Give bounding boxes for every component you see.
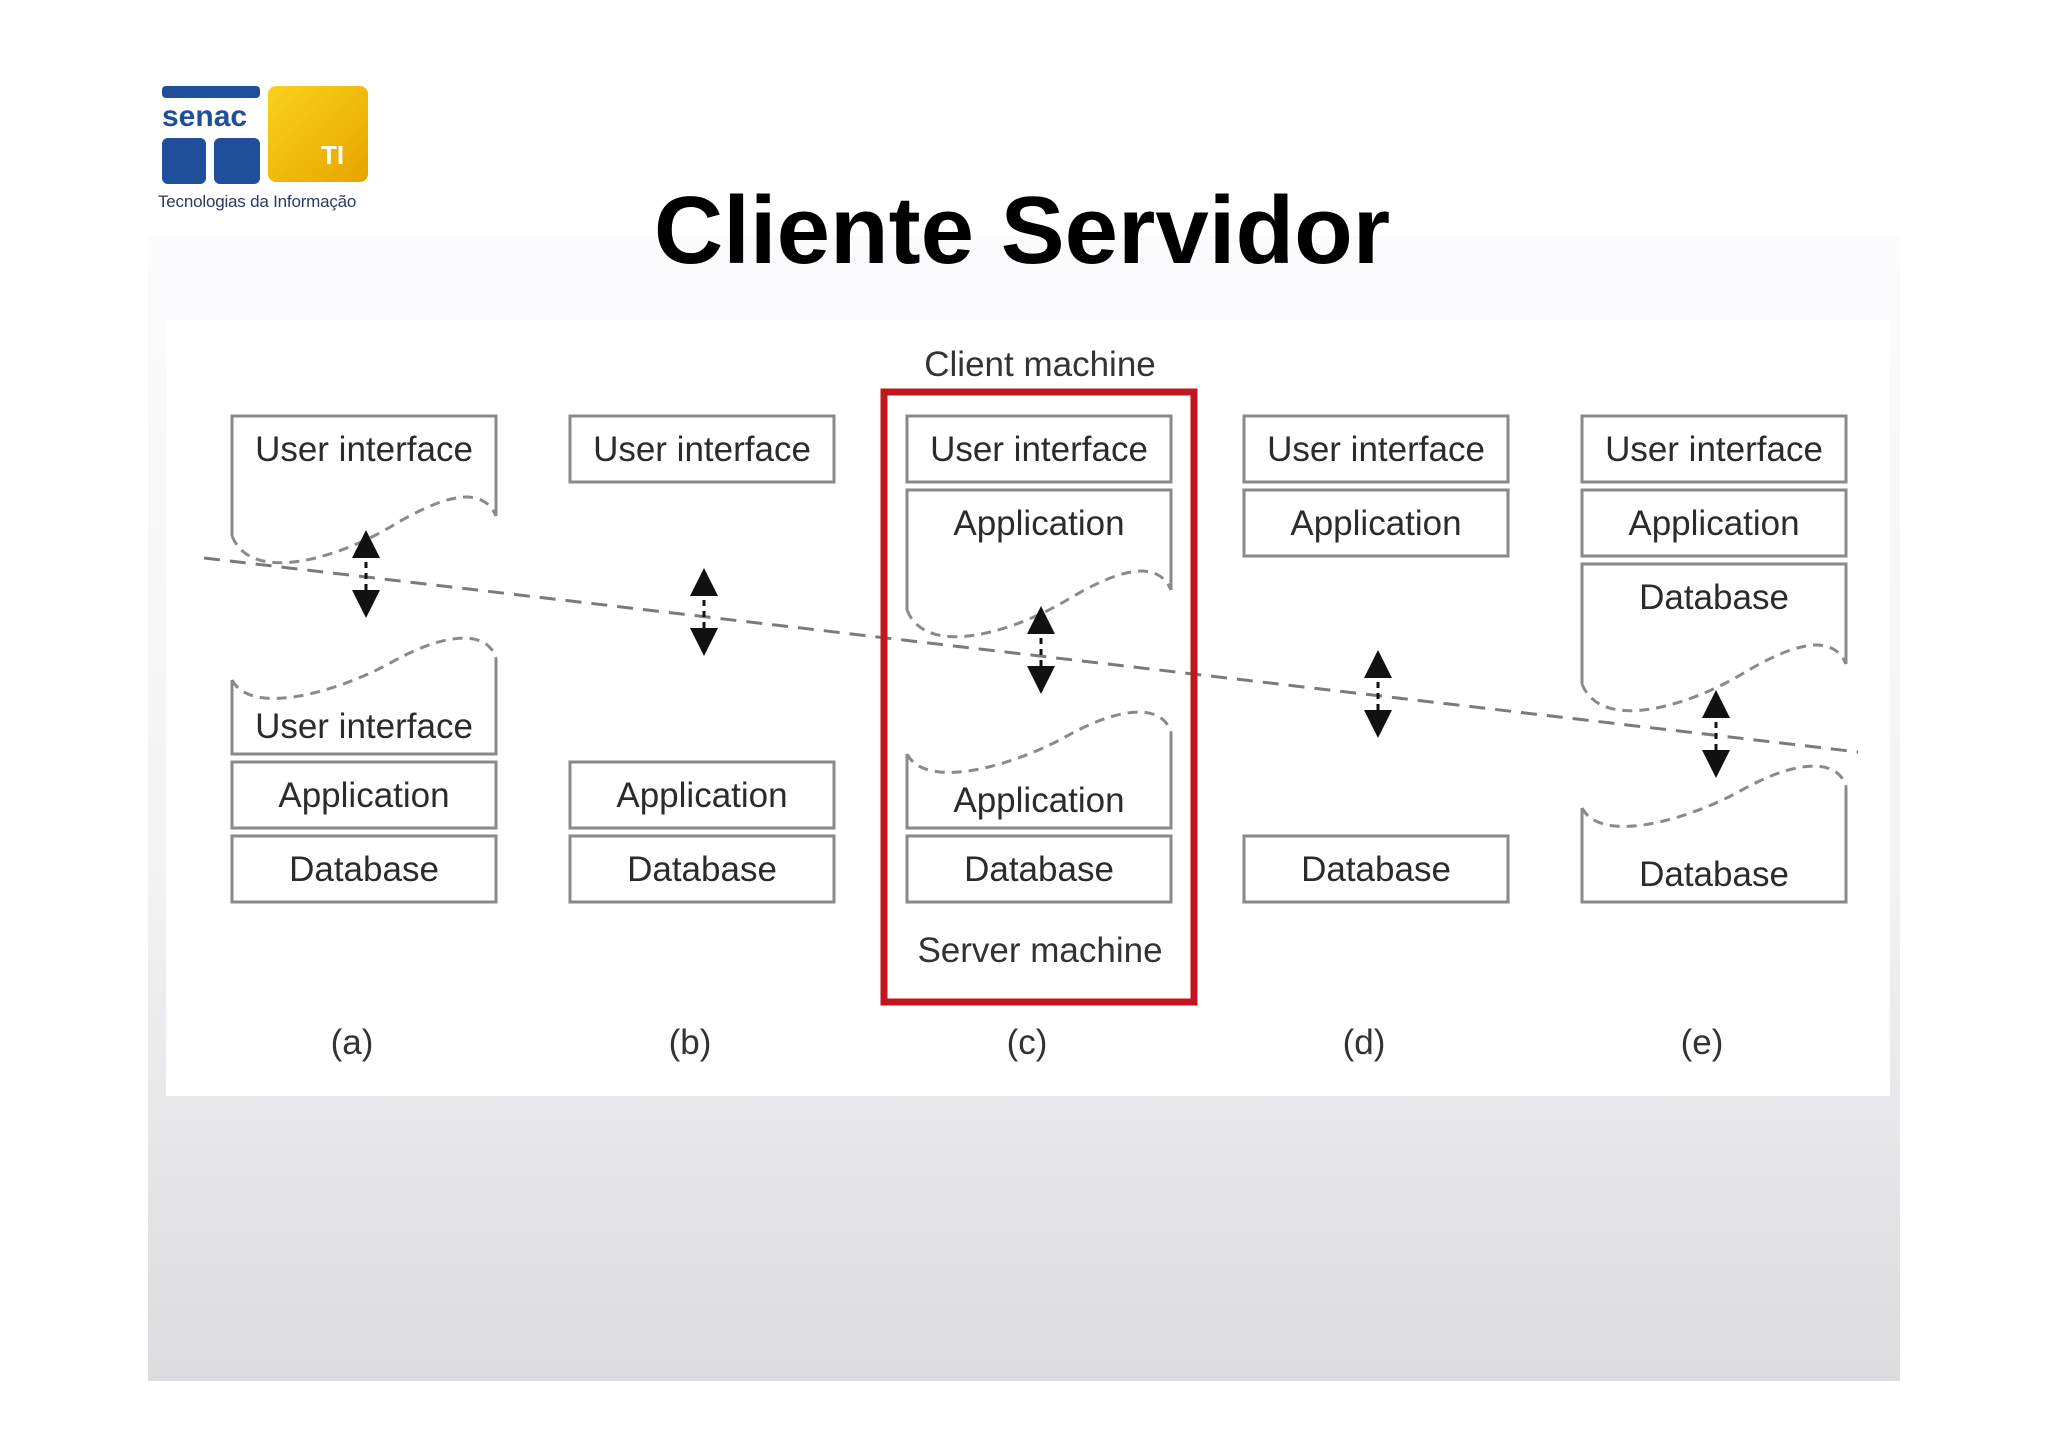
column-b-link-arrow-head-up [690,568,718,596]
column-b-server-box-2-label: Database [627,850,777,889]
column-e-client-box-1-label: User interface [1605,430,1823,469]
column-d-client-box-1: User interface [1242,414,1510,484]
column-c-client-box-1: User interface [905,414,1173,484]
column-c-link-arrow [1027,606,1055,694]
senac-logo: senac TI Tecnologias da Informação [158,84,378,214]
column-b-caption: (b) [669,1023,712,1062]
column-b-server-box-1-label: Application [616,776,787,815]
column-c-client-box-1-label: User interface [930,430,1148,469]
logo-wordmark: senac [162,100,248,133]
column-e-client-box-3: Database [1580,562,1848,713]
column-a-server-box-3-label: Database [289,850,439,889]
column-d-client-box-2-frame [1242,488,1510,558]
column-d-server-box-1-label: Database [1301,850,1451,889]
network-divider-line [203,556,1859,754]
slide-title-text: Cliente Servidor [653,177,1391,284]
column-a-link-arrow-head-up [352,530,380,558]
column-c-server-box-2: Database [905,834,1173,904]
column-c-client-box-2-frame [905,488,1173,610]
column-a-server-box-1: User interface [230,636,498,756]
slide-title: Cliente Servidor [0,176,2048,286]
column-c-caption: (c) [1007,1023,1048,1062]
column-a-server-box-1-frame [230,658,498,756]
column-e-client-box-1: User interface [1580,414,1848,484]
highlight-frame-column-c [880,388,1198,1006]
column-d-client-box-2: Application [1242,488,1510,558]
column-c-server-box-2-label: Database [964,850,1114,889]
column-c-link-arrow-head-up [1027,606,1055,634]
column-a-server-box-3-frame [230,834,498,904]
column-b-server-box-2: Database [568,834,836,904]
column-e-server-box-1-tear [1580,764,1848,828]
column-c-client-box-2: Application [905,488,1173,639]
column-b-client-box-1-label: User interface [593,430,811,469]
column-e-client-box-3-label: Database [1639,578,1789,617]
column-c-server-box-1-tear [905,710,1173,774]
column-e-link-arrow [1702,690,1730,778]
column-d-link-arrow [1364,650,1392,738]
column-a-server-box-2-label: Application [278,776,449,815]
column-b-link-arrow [690,568,718,656]
column-e-client-box-3-tear [1580,643,1848,713]
column-a-server-box-1-label: User interface [255,707,473,746]
column-e-server-box-1: Database [1580,764,1848,904]
column-b-server-box-1: Application [568,760,836,830]
column-c-client-box-1-frame [905,414,1173,484]
column-c-server-box-1-label: Application [953,781,1124,820]
column-b-client-box-1-frame [568,414,836,484]
column-d-server-box-1-frame [1242,834,1510,904]
column-a-server-box-2: Application [230,760,498,830]
logo-mark [162,86,368,184]
column-e-client-box-3-frame [1580,562,1848,684]
client-machine-label: Client machine [924,345,1156,384]
column-d-caption: (d) [1343,1023,1386,1062]
column-c-client-box-2-label: Application [953,504,1124,543]
column-a-client-box-1: User interface [230,414,498,565]
column-c-link-arrow-head-down [1027,666,1055,694]
column-d-link-arrow-head-down [1364,710,1392,738]
column-a-link-arrow-head-down [352,590,380,618]
column-a-server-box-1-tear [230,636,498,700]
column-e-link-arrow-head-up [1702,690,1730,718]
column-c-server-box-1-frame [905,732,1173,830]
column-e-client-box-1-frame [1580,414,1848,484]
column-d-server-box-1: Database [1242,834,1510,904]
column-c-server-box-1: Application [905,710,1173,830]
column-a-client-box-1-frame [230,414,498,536]
column-e-client-box-2-label: Application [1628,504,1799,543]
logo-badge: TI [321,140,345,170]
column-b-server-box-2-frame [568,834,836,904]
column-a-server-box-3: Database [230,834,498,904]
column-e-server-box-1-frame [1580,786,1848,904]
column-a-client-box-1-tear [230,495,498,565]
column-d-client-box-1-label: User interface [1267,430,1485,469]
column-e-link-arrow-head-down [1702,750,1730,778]
column-b-client-box-1: User interface [568,414,836,484]
column-b-server-box-1-frame [568,760,836,830]
column-a-client-box-1-label: User interface [255,430,473,469]
column-c-server-box-2-frame [905,834,1173,904]
column-c-client-box-2-tear [905,569,1173,639]
column-e-client-box-2-frame [1580,488,1848,558]
column-d-link-arrow-head-up [1364,650,1392,678]
column-d-client-box-1-frame [1242,414,1510,484]
column-a-server-box-2-frame [230,760,498,830]
server-machine-label: Server machine [917,931,1162,970]
column-e-client-box-2: Application [1580,488,1848,558]
column-b-link-arrow-head-down [690,628,718,656]
column-a-link-arrow [352,530,380,618]
column-e-server-box-1-label: Database [1639,855,1789,894]
column-a-caption: (a) [331,1023,374,1062]
column-d-client-box-2-label: Application [1290,504,1461,543]
column-e-caption: (e) [1681,1023,1724,1062]
logo-tagline: Tecnologias da Informação [158,192,357,211]
